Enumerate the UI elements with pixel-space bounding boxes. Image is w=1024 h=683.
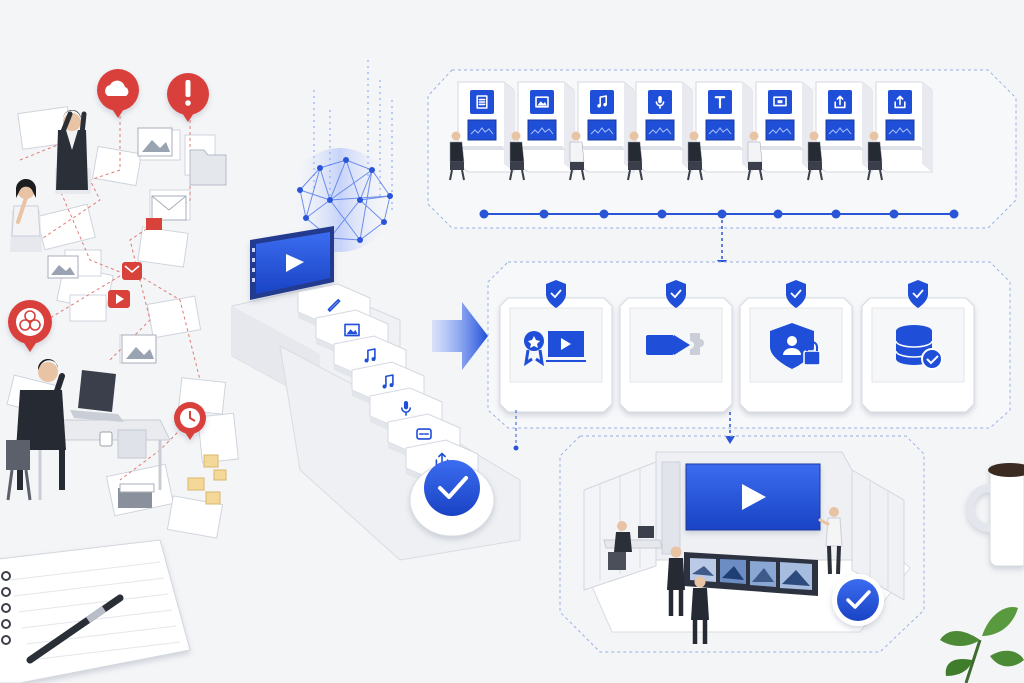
studio-complete-badge[interactable] [832, 574, 884, 626]
workstation-person [747, 131, 763, 181]
studio-frame [559, 435, 925, 653]
stack-of-papers [118, 483, 155, 508]
pattern-icon [8, 300, 52, 352]
workstation [687, 81, 753, 181]
workstation-person [627, 131, 643, 181]
mail-badge-icon [122, 262, 142, 280]
music-icon [382, 374, 394, 389]
connector-node [889, 209, 899, 219]
ingest-pipeline [231, 60, 521, 561]
music-note-icon [590, 90, 614, 114]
image-thumbnail [47, 255, 79, 279]
chaos-zone [0, 69, 239, 683]
image-thumbnail [121, 334, 157, 364]
play-badge-icon [108, 290, 130, 308]
governance-card [739, 280, 853, 413]
security-lock-icon [770, 323, 821, 369]
workstation [509, 81, 575, 181]
checkmark-icon [846, 590, 871, 609]
pipeline-complete-button[interactable] [409, 460, 495, 537]
governance-card [619, 280, 733, 413]
caption-icon [416, 428, 432, 440]
award-video-icon [523, 331, 586, 367]
text-icon [708, 90, 732, 114]
presenter-person [818, 507, 843, 575]
connector-node [599, 209, 609, 219]
connector-node [949, 209, 959, 219]
sticky-notes [187, 454, 227, 505]
workstation [627, 81, 693, 181]
frustrated-person-at-laptop [6, 358, 66, 501]
shield-check-icon [786, 280, 806, 308]
export-icon [888, 90, 912, 114]
shield-check-icon [908, 280, 928, 308]
team-member [667, 546, 685, 616]
upload-icon [828, 90, 852, 114]
pen-icon [327, 299, 341, 312]
plant [940, 607, 1024, 683]
pen-object [26, 594, 124, 664]
governance-card [499, 280, 613, 413]
cloud-icon [97, 69, 139, 118]
workstation [807, 81, 873, 181]
checkmark-icon [438, 476, 468, 499]
governance-zone [487, 261, 1011, 451]
exclamation-icon [167, 73, 209, 122]
small-red-card [146, 218, 162, 230]
studio-screen [685, 463, 821, 531]
coffee-cup-small [99, 431, 113, 447]
connector-node [539, 209, 549, 219]
clock-icon [174, 402, 206, 440]
microphone-icon [401, 401, 411, 416]
laptop [70, 370, 124, 422]
shield-check-icon [546, 280, 566, 308]
database-check-icon [895, 325, 943, 370]
pipeline-steps [297, 283, 479, 488]
workstation [569, 81, 635, 181]
shield-check-icon [666, 280, 686, 308]
play-icon [742, 484, 766, 510]
workstation [449, 81, 515, 181]
microphone-icon [648, 90, 672, 114]
image-icon [344, 323, 360, 337]
document-icon [470, 90, 494, 114]
workstation [867, 81, 933, 181]
stressed-standing-person [55, 109, 91, 194]
image-thumbnail [137, 127, 173, 157]
hero-video-card [250, 226, 334, 300]
worried-person [10, 178, 42, 252]
team-member [691, 576, 709, 644]
workstation-person [569, 131, 585, 181]
data-stream [313, 60, 393, 210]
workstation-person [867, 131, 883, 181]
music-icon [364, 348, 376, 363]
coffee-mug [966, 463, 1024, 567]
forward-arrow-icon [432, 302, 488, 370]
workstation-person [449, 131, 465, 181]
neural-network-globe [288, 148, 393, 252]
workstation-person [687, 131, 703, 181]
governance-card [861, 280, 975, 413]
studio-zone [559, 435, 925, 653]
workstation-person [807, 131, 823, 181]
workstation-row [449, 81, 933, 181]
mail-icon [151, 195, 187, 221]
play-icon [286, 254, 304, 272]
folder-icon [189, 149, 227, 186]
editor-person [603, 521, 663, 570]
image-icon [530, 90, 554, 114]
connector-node [657, 209, 667, 219]
transfer-icon [646, 333, 704, 355]
connector-node [773, 209, 783, 219]
film-strip [684, 552, 818, 596]
screen-icon [768, 90, 792, 114]
governance-cards [499, 280, 975, 413]
connector-node [479, 209, 489, 219]
workstation [747, 81, 813, 181]
connector-node [831, 209, 841, 219]
workstations-zone [427, 69, 1017, 268]
workstation-person [509, 131, 525, 181]
